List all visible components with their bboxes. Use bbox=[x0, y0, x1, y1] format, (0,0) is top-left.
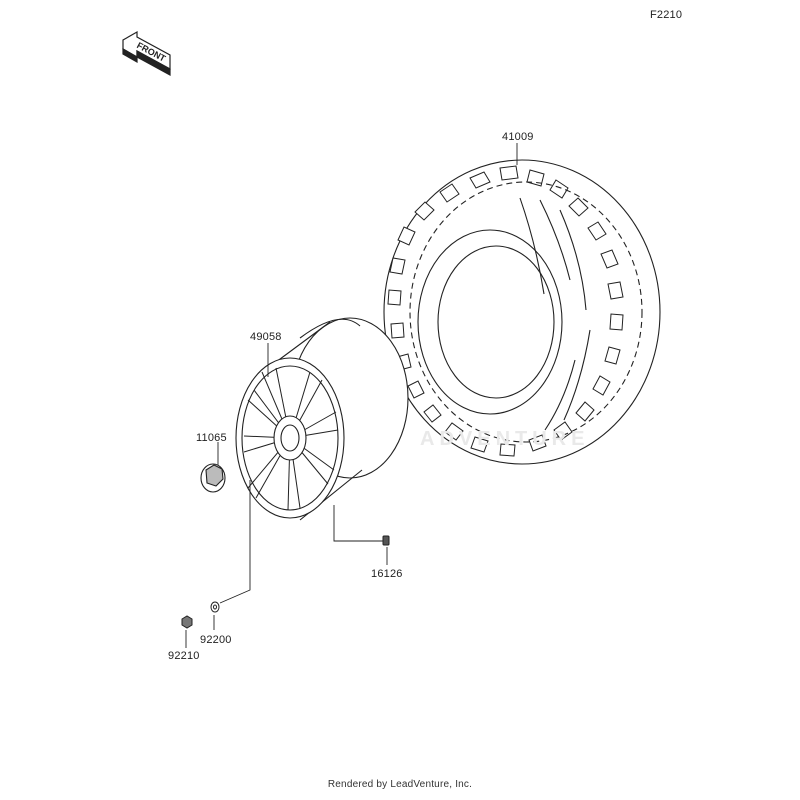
part-label-11065[interactable]: 11065 bbox=[196, 432, 227, 444]
front-arrow-icon: FRONT bbox=[122, 30, 171, 77]
wheel-cap[interactable] bbox=[200, 463, 226, 493]
leader-lines bbox=[185, 143, 518, 648]
washer[interactable] bbox=[210, 601, 220, 613]
part-label-41009[interactable]: 41009 bbox=[502, 131, 534, 143]
leader-16126 bbox=[333, 505, 383, 542]
part-label-16126[interactable]: 16126 bbox=[371, 568, 403, 580]
part-label-92210[interactable]: 92210 bbox=[168, 650, 200, 662]
leader-92200 bbox=[219, 480, 251, 604]
watermark-text: ADVENTURE bbox=[420, 428, 590, 450]
part-label-92200[interactable]: 92200 bbox=[200, 634, 232, 646]
air-valve[interactable] bbox=[382, 535, 390, 546]
wheel[interactable] bbox=[235, 317, 409, 521]
figure-code: F2210 bbox=[650, 9, 683, 21]
tire[interactable] bbox=[383, 159, 661, 465]
part-label-49058[interactable]: 49058 bbox=[250, 331, 282, 343]
footer-credit: Rendered by LeadVenture, Inc. bbox=[327, 779, 473, 790]
lug-nut[interactable] bbox=[181, 615, 193, 629]
